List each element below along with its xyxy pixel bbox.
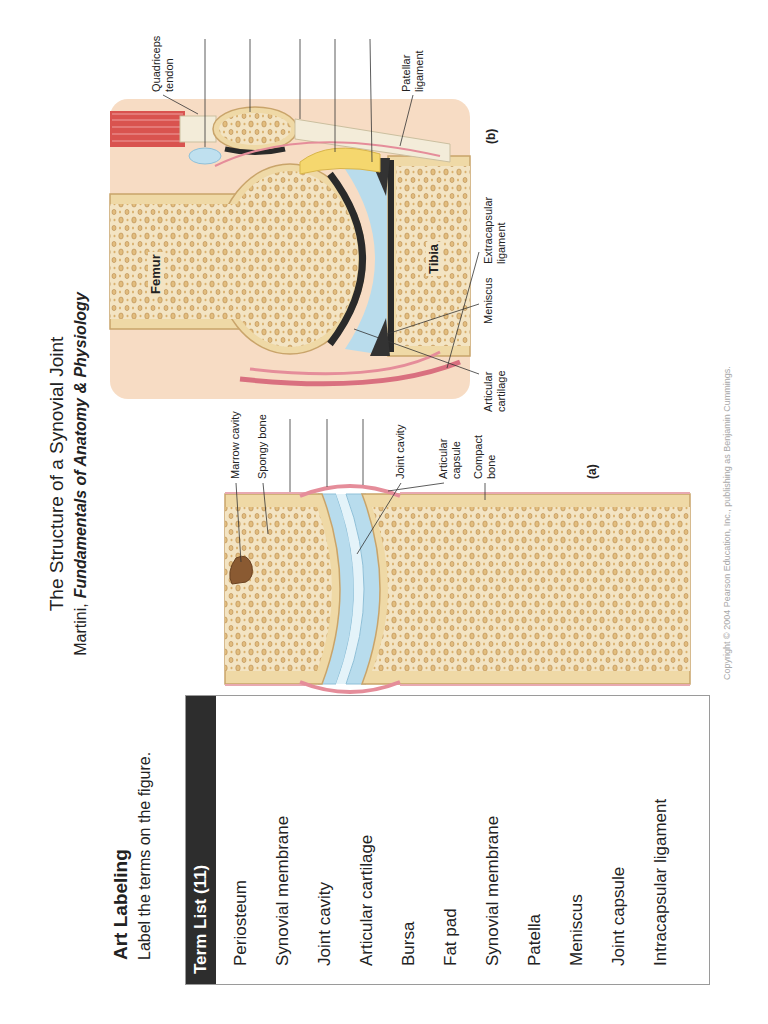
subtitle-text: Fundamentals of Anatomy & Physiology [72, 292, 89, 598]
part-label: Extracapsular ligament [482, 184, 508, 264]
term-item: Bursa [399, 922, 419, 966]
part-label: Articular capsule [437, 419, 463, 479]
heading: Art Labeling [110, 849, 133, 960]
figure-b [110, 99, 470, 399]
term-list-title: Term List (11) [191, 865, 211, 974]
bone-label: Femur [148, 252, 164, 296]
page-title: The Structure of a Synovial Joint [46, 224, 69, 724]
term-item: Meniscus [567, 894, 587, 966]
bone-label: Tibia [426, 242, 442, 276]
subtitle-text: Martini, [72, 603, 89, 655]
term-list-header: Term List (11) [186, 696, 216, 984]
part-label: Joint cavity [394, 425, 407, 479]
part-label: Spongy bone [256, 414, 269, 479]
term-item: Intracapsular ligament [651, 799, 671, 966]
term-item: Synovial membrane [273, 816, 293, 966]
part-label: Compact bone [472, 424, 498, 479]
part-label: Marrow cavity [229, 411, 242, 479]
term-item: Articular cartilage [357, 835, 377, 966]
term-list-box: Periosteum Synovial membrane Joint cavity A… [185, 695, 710, 985]
instruction: Label the terms on the figure. [135, 752, 154, 960]
term-item: Periosteum [231, 880, 251, 966]
term-item: Joint capsule [609, 867, 629, 966]
copyright-note: Copyright © 2004 Pearson Education, Inc.… [722, 366, 733, 680]
term-item: Fat pad [441, 908, 461, 966]
leader-lines-b [163, 39, 479, 374]
leader-lines-a [236, 419, 485, 562]
part-label: Articular cartilage [482, 350, 508, 412]
figure-a [225, 486, 690, 692]
part-label: Quadriceps tendon [150, 22, 176, 92]
part-label: Patellar ligament [400, 22, 426, 92]
term-item: Patella [525, 914, 545, 966]
subtitle-line: Martini, Fundamentals of Anatomy & Physio… [72, 224, 90, 724]
part-label: Meniscus [482, 278, 495, 324]
term-item: Synovial membrane [483, 816, 503, 966]
figure-letter: (b) [484, 129, 498, 144]
term-item: Joint cavity [315, 882, 335, 966]
figure-letter: (a) [585, 464, 599, 479]
